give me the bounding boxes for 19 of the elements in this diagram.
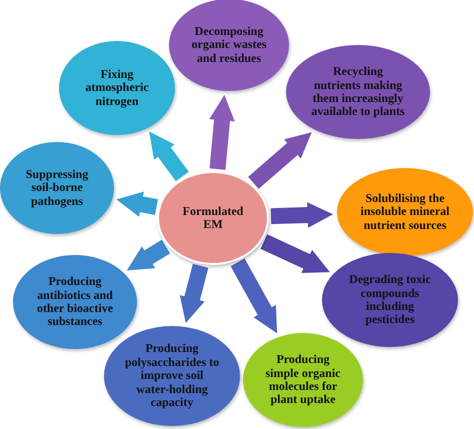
node-label: Recycling nutrients making them increasingly available to plants (310, 65, 406, 119)
block-arrow (180, 264, 208, 324)
node-label: Fixing atmospheric nitrogen (84, 68, 150, 108)
block-arrow (248, 132, 312, 189)
ellipse-node (243, 333, 363, 427)
ellipse-node (157, 171, 269, 265)
block-arrow (209, 94, 235, 170)
block-arrow (149, 132, 189, 182)
ellipse-node (169, 0, 289, 91)
node-label: Suppressing soil-borne pathogens (24, 168, 90, 208)
node-label: Solubilising the insoluble mineral nutrient sources (359, 192, 450, 232)
node-label: Degrading toxic compounds including pesticides (348, 273, 432, 327)
block-arrow (116, 192, 158, 217)
node-label: Producing antibiotics and other bioactive substances (36, 275, 114, 329)
node-label: Decomposing organic wastes and residues (190, 24, 268, 66)
block-arrow (126, 240, 170, 270)
node-label: Producing polysaccharides to improve soil water-holding capacity (124, 342, 220, 410)
node-label: Producing simple organic molecules for plant uptake (264, 353, 342, 407)
node-label: Formulated EM (182, 204, 244, 232)
